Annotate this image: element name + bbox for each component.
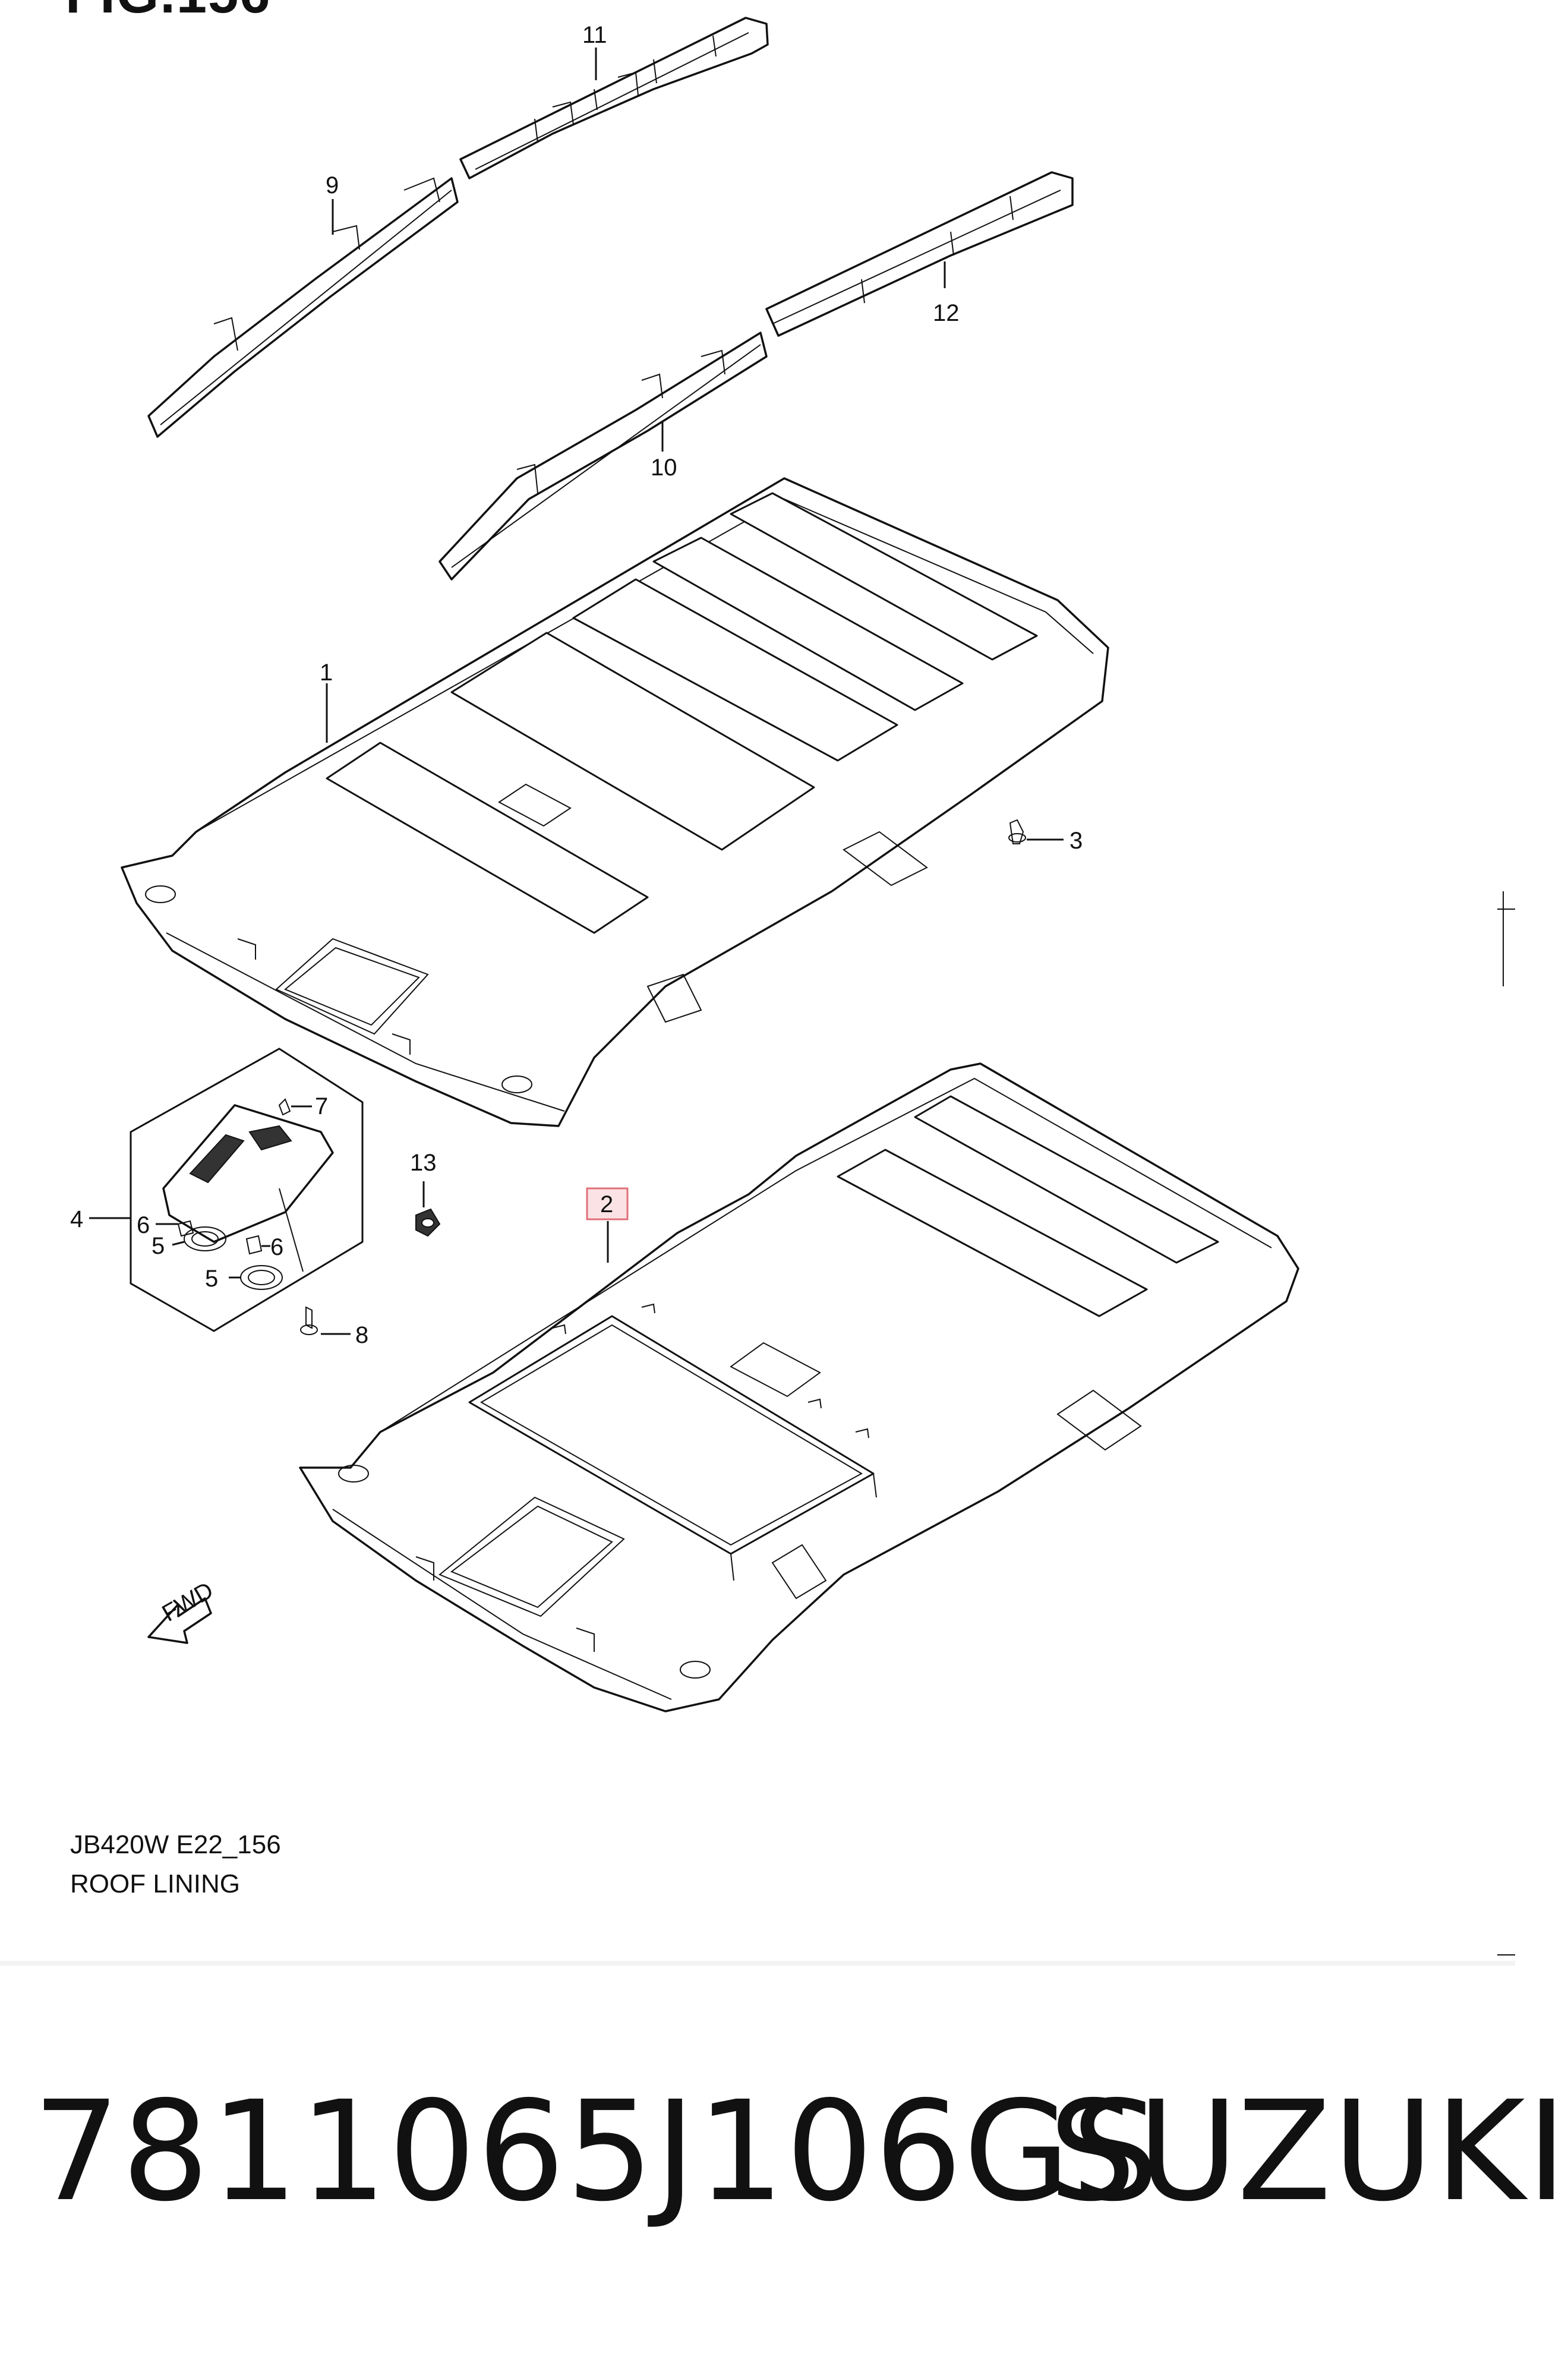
callout-5a: 5 (152, 1233, 165, 1259)
callout-1: 1 (320, 660, 333, 686)
callout-7: 7 (315, 1093, 328, 1119)
callout-4: 4 (70, 1206, 83, 1232)
part-13-nut (415, 1208, 441, 1237)
figure-code: JB420W E22_156 (70, 1830, 281, 1859)
part-1-roof-lining (121, 477, 1109, 1127)
brand-name: SUZUKI (1049, 2071, 1568, 2232)
leader-5a (172, 1241, 185, 1246)
part-11-garnish-rail (459, 17, 769, 179)
part-8-screw (300, 1306, 318, 1335)
callout-8: 8 (355, 1322, 368, 1348)
part-number: 7811065J106GS (33, 2071, 1160, 2232)
part-4-map-lamp-inset (130, 1048, 364, 1332)
callout-6a: 6 (137, 1212, 150, 1238)
callout-12: 12 (933, 300, 960, 326)
part-12-garnish-rail (765, 171, 1074, 337)
figure-title: FIG.156 (65, 0, 271, 26)
fwd-arrow-icon: FWD (147, 1577, 217, 1644)
part-9-garnish-rail (147, 177, 459, 438)
highlight-box-2 (586, 1187, 629, 1220)
part-3-clip (1008, 819, 1026, 844)
callout-10: 10 (651, 455, 677, 481)
callout-13: 13 (410, 1150, 437, 1176)
figure-name: ROOF LINING (70, 1869, 241, 1898)
callout-5b: 5 (205, 1266, 218, 1292)
callout-11: 11 (582, 22, 607, 48)
callout-6b: 6 (270, 1234, 283, 1260)
callout-9: 9 (326, 172, 339, 198)
part-10-garnish-rail (438, 332, 768, 581)
parts-diagram: FIG.156 (65, 0, 1515, 1955)
part-2-roof-lining (299, 1062, 1299, 1712)
divider-band (0, 1961, 1515, 1966)
roof-lining-drawing: FWD 11 9 12 10 1 3 7 4 6 5 6 5 8 13 2 (70, 17, 1515, 1955)
callout-2: 2 (600, 1191, 613, 1217)
callout-3: 3 (1069, 828, 1083, 854)
